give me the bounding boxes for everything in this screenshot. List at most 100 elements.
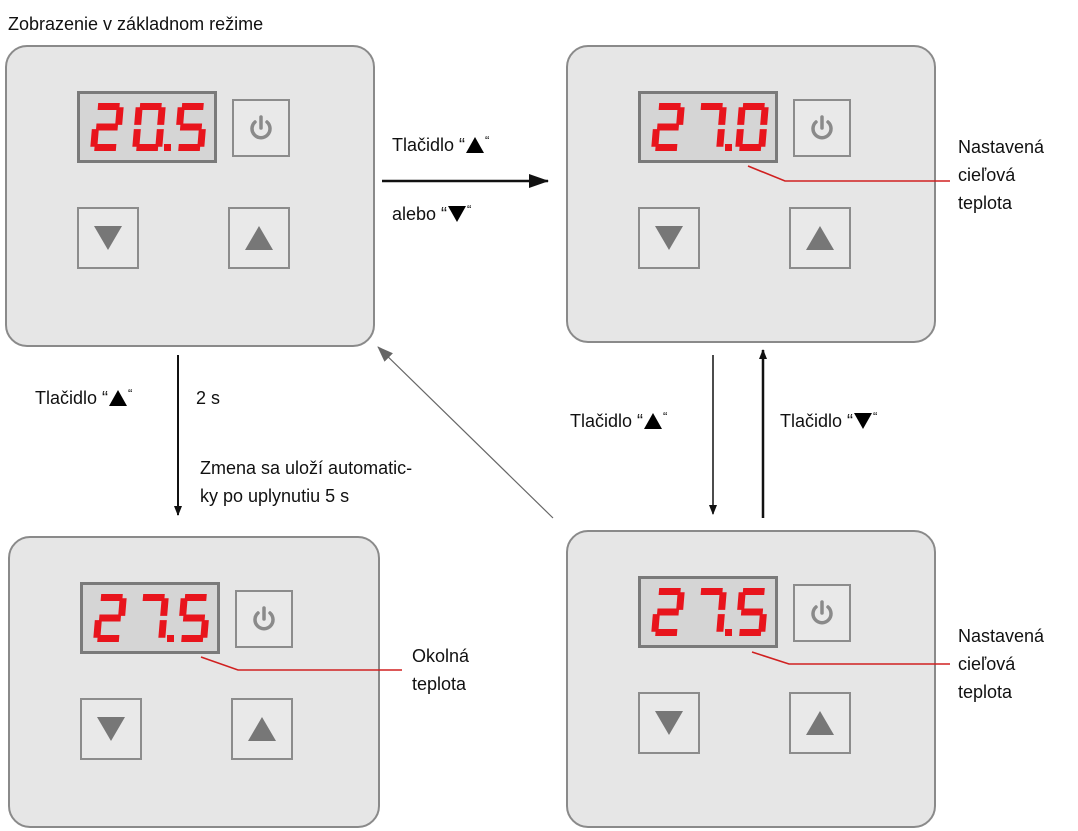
digit-segment [100, 594, 123, 601]
up-button[interactable] [231, 698, 293, 760]
digit-segment [716, 614, 725, 632]
power-button[interactable] [235, 590, 293, 648]
label-text: Tlačidlo “ [392, 135, 466, 155]
label-text: Nastavená [958, 137, 1045, 157]
digit-segment [739, 144, 762, 151]
label-duration: 2 s [196, 388, 221, 408]
digit-segment [651, 129, 660, 147]
label-target-temp-top: Nastavená cieľová teplota [958, 133, 1044, 217]
digit-segment [184, 594, 207, 601]
triangle-down-icon [854, 413, 873, 429]
digit-segment [760, 107, 769, 125]
digit-segment [651, 614, 660, 632]
label-text: teplota [412, 674, 467, 694]
digit-segment [656, 608, 680, 616]
digit-segment [716, 129, 725, 147]
digit-segment [118, 598, 127, 616]
down-button[interactable] [80, 698, 142, 760]
triangle-up-icon [109, 390, 128, 406]
power-button[interactable] [793, 584, 851, 642]
up-button[interactable] [789, 692, 851, 754]
label-text: Tlačidlo “ [780, 411, 854, 431]
decimal-point [167, 635, 174, 642]
digit-segment [97, 103, 120, 110]
triangle-down-icon [655, 226, 683, 250]
label-text: “ [873, 409, 878, 424]
label-text: “ [485, 133, 490, 148]
triangle-up-icon [248, 717, 276, 741]
down-button[interactable] [638, 207, 700, 269]
digit-segment [718, 107, 727, 125]
digit-segment [758, 129, 767, 147]
digit-segment [739, 629, 762, 636]
up-button[interactable] [228, 207, 290, 269]
digit-segment [197, 129, 206, 147]
digit-segment [200, 620, 209, 638]
triangle-up-icon [806, 711, 834, 735]
decimal-point [725, 144, 732, 151]
digit-segment [179, 598, 188, 616]
seven-segment-readout [93, 594, 209, 642]
digit-segment [136, 144, 159, 151]
temperature-display [638, 576, 778, 648]
power-button[interactable] [232, 99, 290, 157]
label-up-button-mid: Tlačidlo “ “ [570, 407, 667, 435]
triangle-up-icon [644, 413, 663, 429]
digit-segment [676, 592, 685, 610]
digit-segment [181, 103, 204, 110]
thermostat-panel-base [5, 45, 375, 347]
triangle-up-icon [806, 226, 834, 250]
down-button[interactable] [638, 692, 700, 754]
digit-segment [157, 107, 166, 125]
digit-segment [718, 592, 727, 610]
triangle-up-icon [245, 226, 273, 250]
power-icon [811, 115, 833, 140]
label-text: “ [663, 409, 668, 424]
decimal-point [725, 629, 732, 636]
label-target-temp-bottom: Nastavená cieľová teplota [958, 622, 1044, 706]
digit-segment [139, 103, 162, 110]
digit-segment [178, 144, 201, 151]
down-button[interactable] [77, 207, 139, 269]
label-text: ky po uplynutiu 5 s [200, 486, 350, 506]
power-icon [250, 115, 272, 140]
digit-segment [142, 594, 165, 601]
digit-segment [737, 592, 746, 610]
digit-segment [179, 123, 203, 131]
label-autosave: Zmena sa uloží automatic- ky po uplynuti… [200, 454, 412, 510]
digit-segment [676, 107, 685, 125]
seven-segment-readout [651, 588, 767, 636]
thermostat-panel-ambient [8, 536, 380, 828]
power-button[interactable] [793, 99, 851, 157]
digit-segment [90, 129, 99, 147]
temperature-display [77, 91, 217, 163]
label-text: teplota [958, 193, 1013, 213]
digit-segment [182, 614, 206, 622]
temperature-display [638, 91, 778, 163]
digit-segment [134, 107, 143, 125]
thermostat-panel-target-adjusted [566, 530, 936, 828]
page-title: Zobrazenie v základnom režime [8, 14, 264, 34]
triangle-up-icon [466, 137, 485, 153]
digit-segment [742, 103, 765, 110]
digit-segment [94, 144, 117, 151]
label-text: cieľová [958, 165, 1016, 185]
up-button[interactable] [789, 207, 851, 269]
label-text: “ [128, 386, 133, 401]
digit-segment [93, 620, 102, 638]
label-down-button-mid: Tlačidlo “ “ [780, 407, 877, 435]
label-text: Tlačidlo “ [570, 411, 644, 431]
digit-segment [176, 107, 185, 125]
power-icon [811, 600, 833, 625]
label-text: Nastavená [958, 626, 1045, 646]
thermostat-panel-target [566, 45, 936, 343]
triangle-down-icon [655, 711, 683, 735]
digit-segment [95, 123, 119, 131]
label-text: “ [467, 202, 472, 217]
digit-segment [160, 598, 169, 616]
digit-segment [97, 635, 120, 642]
triangle-down-icon [97, 717, 125, 741]
label-text: cieľová [958, 654, 1016, 674]
digit-segment [656, 123, 680, 131]
decimal-point [164, 144, 171, 151]
